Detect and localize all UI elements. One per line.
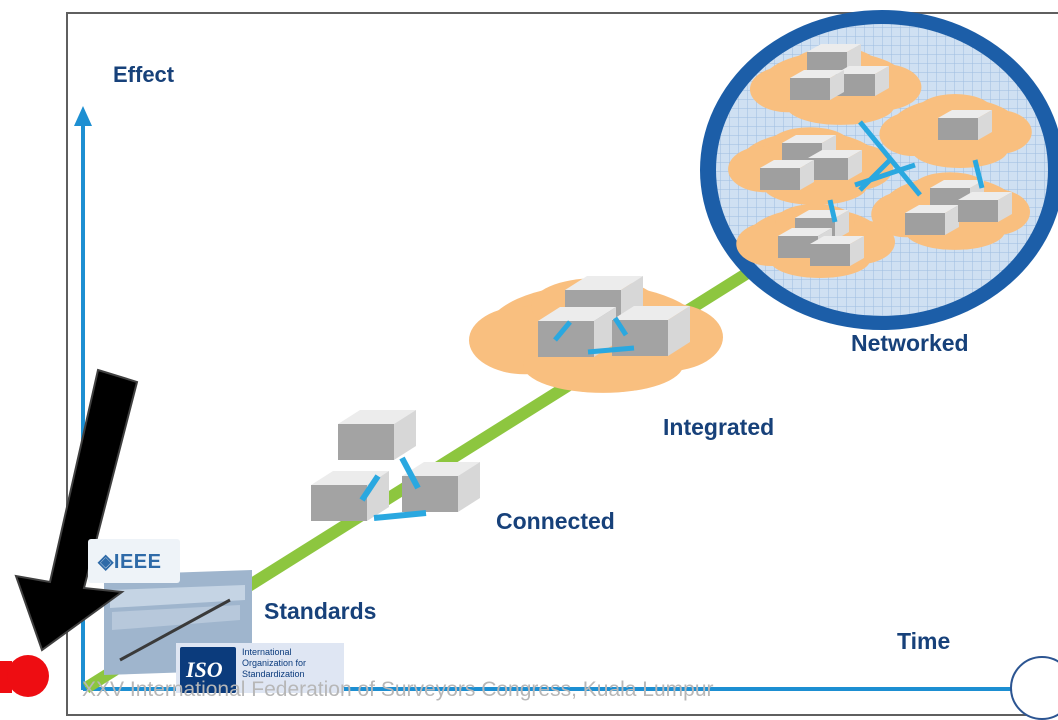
iso-text: International Organization for Standardi… — [242, 647, 307, 679]
annotation-arrow-icon — [14, 368, 139, 652]
x-axis-label: Time — [897, 628, 951, 654]
slide: ◈IEEE ISO International Organization for… — [0, 10, 1058, 720]
evolution-diagram — [14, 10, 1058, 693]
stage-label-connected: Connected — [496, 508, 615, 534]
iso-mark: ISO — [180, 647, 236, 693]
iso-logo: ISO International Organization for Stand… — [176, 643, 344, 693]
stage-label-networked: Networked — [851, 330, 969, 356]
networked-circle — [700, 10, 1058, 330]
y-axis-arrowhead-icon — [74, 106, 92, 126]
integrated-cloud — [469, 276, 723, 393]
red-accent-dot — [7, 655, 49, 697]
connected-cluster — [311, 410, 480, 521]
ieee-logo: ◈IEEE — [88, 539, 180, 583]
stage-label-integrated: Integrated — [663, 414, 775, 440]
y-axis-label: Effect — [113, 62, 175, 87]
ieee-logo-text: ◈IEEE — [98, 551, 162, 573]
footer-text: XXV International Federation of Surveyor… — [82, 678, 714, 701]
stage-label-standards: Standards — [264, 598, 377, 624]
